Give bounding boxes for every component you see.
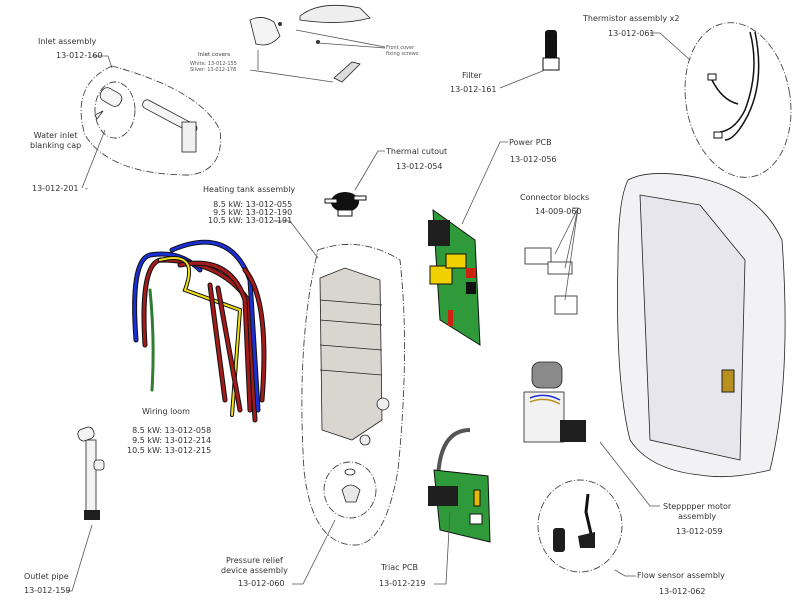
thermal-cutout-code: 13-012-054	[396, 162, 443, 171]
inlet-covers-silver-code: Silver: 13-012-178	[190, 67, 237, 73]
wiring-loom-drawing	[132, 239, 267, 423]
part-code: 13-012-201	[32, 184, 79, 193]
thermistor-assembly-code: 13-012-061	[608, 29, 655, 38]
part-name-line1: Stepppper motor	[663, 502, 732, 511]
part-name-line1: Pressure relief	[225, 556, 283, 565]
variant-9-5kw: 9.5 kW: 13-012-190	[213, 208, 293, 217]
heating-tank-assembly-label: Heating tank assembly	[203, 185, 296, 194]
variant-9-5kw: 9.5 kW: 13-012-214	[132, 436, 212, 445]
part-code-suffix: -	[85, 184, 88, 193]
stepper-motor-code: 13-012-059	[676, 527, 723, 536]
variant-10-5kw: 10.5 kW: 13-012-191	[208, 216, 293, 225]
thermistor-assembly-label: Thermistor assembly x2	[583, 14, 680, 23]
top-cover-fragment	[249, 4, 371, 46]
inlet-assembly-code: 13-012-160	[56, 51, 103, 60]
inlet-cover-silver	[333, 61, 361, 83]
wiring-loom-variants: 8.5 kW: 13-012-058 9.5 kW: 13-012-214 10…	[127, 426, 211, 456]
filter-drawing	[542, 30, 560, 71]
thermal-cutout-drawing	[324, 192, 367, 217]
water-inlet-blanking-cap-code: 13-012-201 -	[32, 184, 88, 194]
water-inlet-blanking-cap-label: Water inlet blanking cap	[30, 131, 81, 151]
stepper-motor-label: Stepppper motor assembly	[663, 502, 731, 522]
part-name-line2: assembly	[678, 512, 717, 521]
variant-8-5kw: 8.5 kW: 13-012-058	[132, 426, 212, 435]
heating-tank-variants: 8.5 kW: 13-012-055 9.5 kW: 13-012-190 10…	[208, 201, 292, 225]
connector-blocks-code: 14-009-060	[535, 207, 582, 216]
outlet-pipe-code: 13-012-159	[24, 586, 71, 595]
triac-pcb-label: Triac PCB	[381, 563, 418, 572]
variant-8-5kw: 8.5 kW: 13-012-055	[213, 200, 293, 209]
pressure-relief-code: 13-012-060	[238, 579, 285, 588]
inlet-assembly-drawing	[80, 65, 222, 176]
heating-tank-assembly-drawing	[301, 243, 405, 546]
flow-sensor-label: Flow sensor assembly	[637, 571, 725, 580]
part-name-line1: Water inlet	[33, 131, 78, 140]
stepper-motor-drawing	[523, 361, 586, 443]
connector-blocks-label: Connector blocks	[520, 193, 590, 202]
inlet-covers-white-code: White: 13-012-155	[190, 61, 237, 67]
triac-pcb-drawing	[428, 428, 491, 543]
flow-sensor-code: 13-012-062	[659, 587, 706, 596]
thermal-cutout-label: Thermal cutout	[386, 147, 448, 156]
triac-pcb-code: 13-012-219	[379, 579, 426, 588]
filter-code: 13-012-161	[450, 85, 497, 94]
part-name-line2: device assembly	[221, 566, 288, 575]
front-cover-screws-label: Front cover fixing screws	[386, 45, 419, 57]
connector-blocks-drawing	[524, 247, 578, 315]
part-name-line2: fixing screws	[386, 51, 419, 57]
filter-label: Filter	[462, 71, 482, 80]
pressure-relief-label: Pressure relief device assembly	[221, 556, 288, 576]
outlet-pipe-drawing	[77, 426, 105, 520]
power-pcb-label: Power PCB	[509, 138, 552, 147]
outlet-pipe-label: Outlet pipe	[24, 572, 69, 581]
part-name-line1: Front cover	[386, 45, 415, 51]
power-pcb-drawing	[428, 208, 481, 346]
wiring-loom-label: Wiring loom	[142, 407, 190, 416]
inlet-covers-label: Inlet covers	[198, 52, 231, 58]
variant-10-5kw: 10.5 kW: 13-012-215	[127, 446, 212, 455]
power-pcb-code: 13-012-056	[510, 155, 557, 164]
part-name-line2: blanking cap	[30, 141, 82, 150]
thermistor-assembly-drawing	[684, 22, 792, 178]
inlet-assembly-label: Inlet assembly	[38, 37, 96, 47]
flow-sensor-drawing	[537, 479, 623, 573]
shower-backplate-drawing	[617, 173, 786, 478]
part-name: Inlet assembly	[38, 37, 97, 46]
